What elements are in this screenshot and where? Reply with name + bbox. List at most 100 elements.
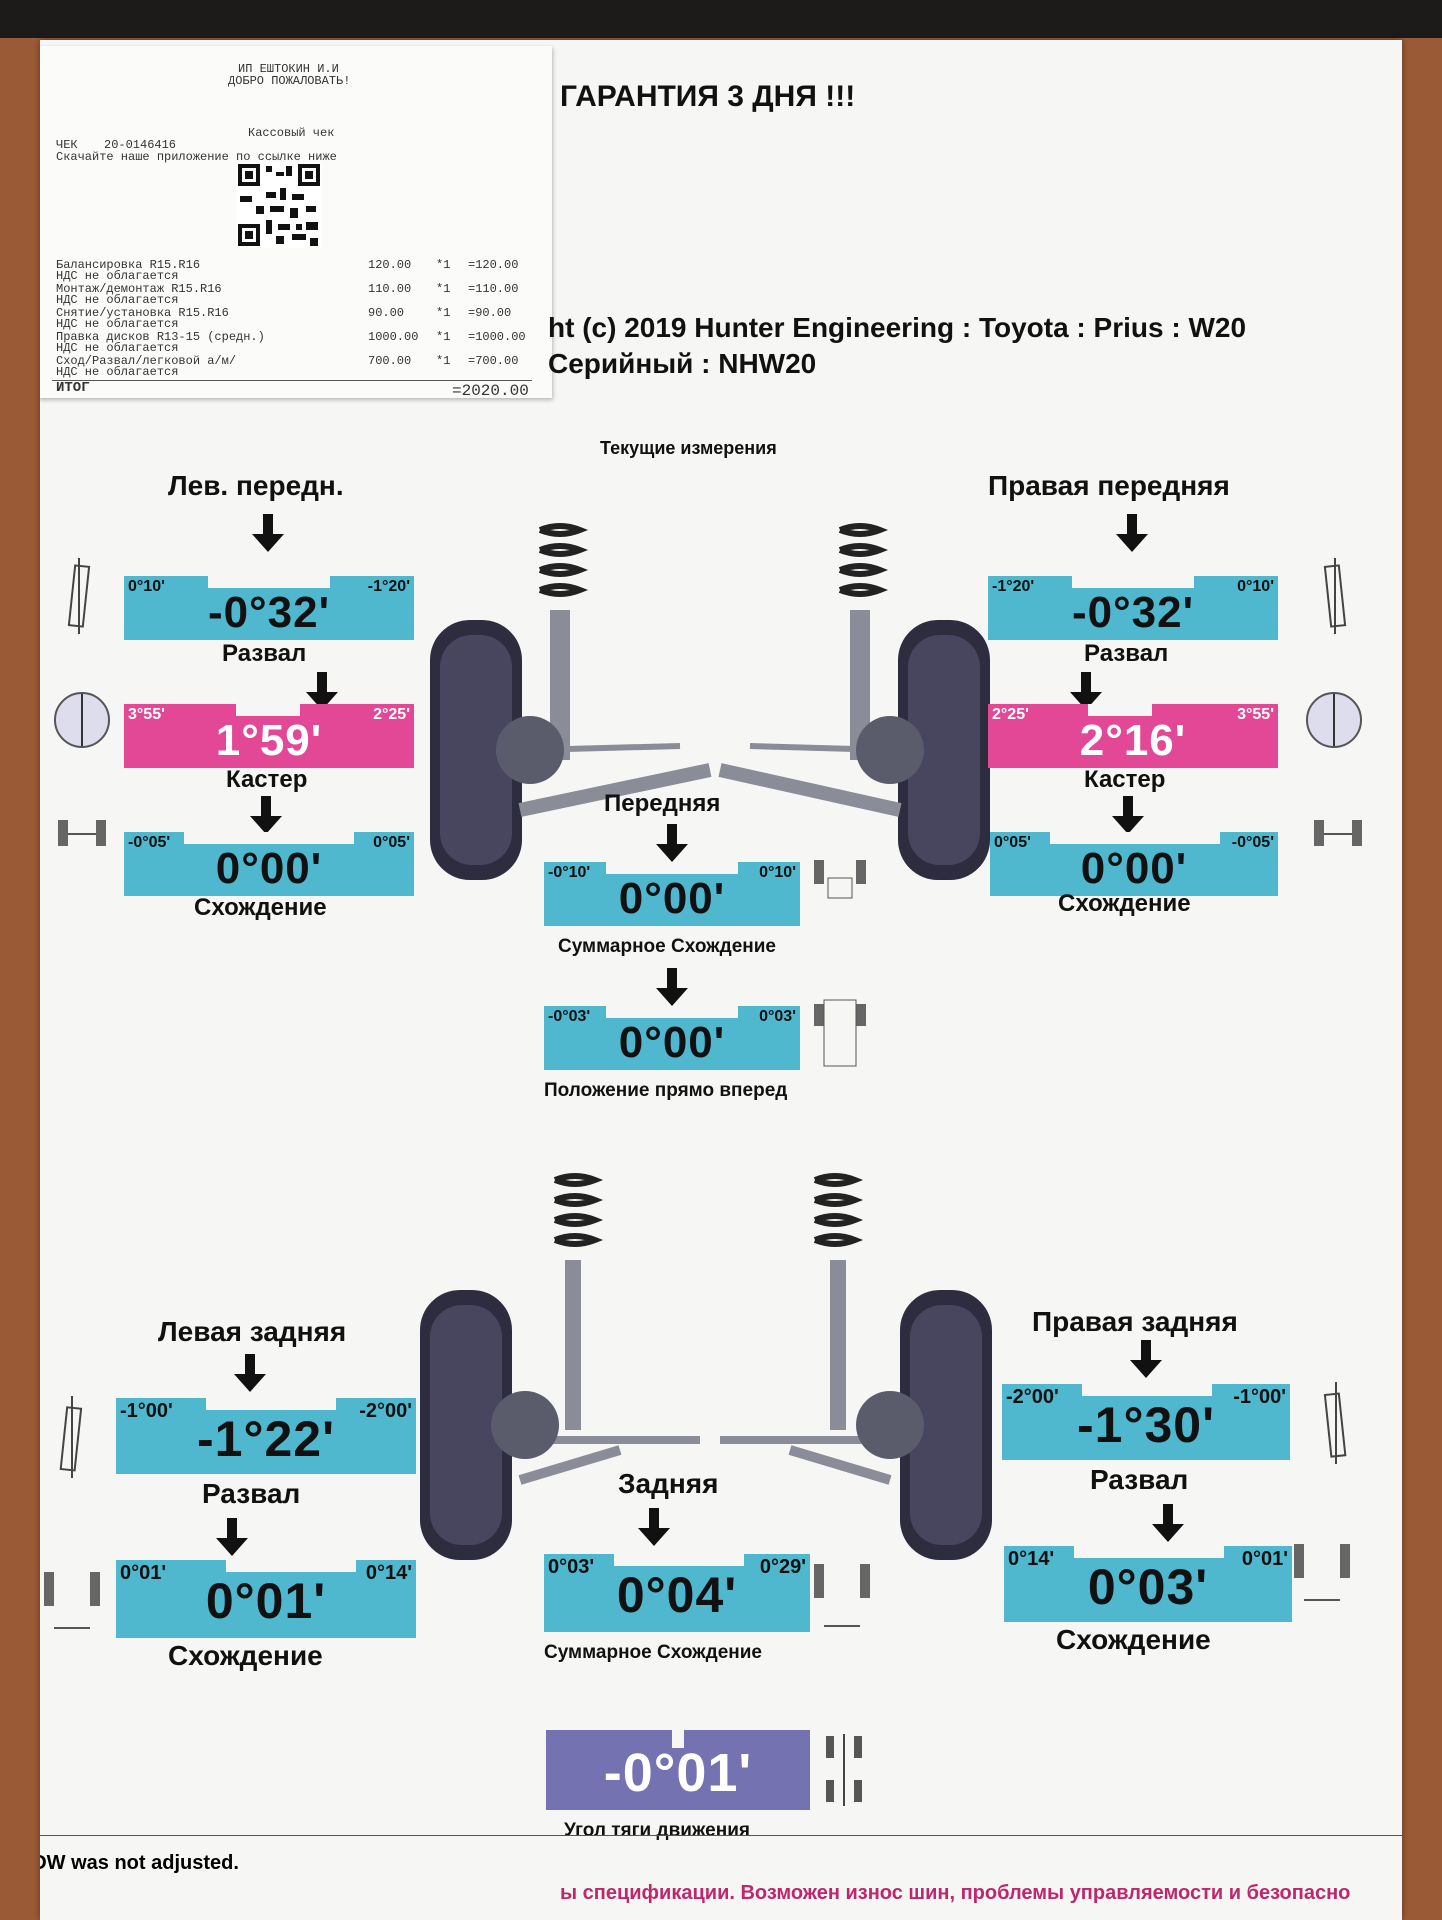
front-left-title: Лев. передн. [168,470,344,501]
front-center-title: Передняя [604,790,721,817]
current-measurements-heading: Текущие измерения [600,438,777,458]
rear-total-toe-label: Суммарное Схождение [544,1642,762,1663]
rear-suspension-illustration [420,1173,992,1560]
front-left-caster-label: Кастер [226,766,308,793]
receipt-item-name: Снятие/установка R15.R16 [56,306,229,320]
rear-right-toe-value: 0°03' [1087,1559,1209,1615]
straight-ahead-max: 0°03' [759,1008,796,1025]
rear-left-toe-min: 0°01' [120,1562,167,1584]
front-left-caster-gauge: 3°55' 2°25' 1°59' [124,704,414,768]
front-suspension-illustration [430,523,990,880]
front-right-toe-gauge: 0°05' -0°05' 0°00' [990,832,1278,896]
alignment-report-sheet: ИП ЕШТОКИН И.И ДОБРО ПОЖАЛОВАТЬ! ЧЕК 20-… [40,40,1402,1920]
receipt-item-name: Правка дисков R13-15 (средн.) [56,330,265,344]
receipt-item-sum: =700.00 [468,354,519,368]
warning-note: ы спецификации. Возможен износ шин, проб… [560,1882,1351,1904]
receipt-item-vat: НДС не облагается [56,317,179,331]
front-right-title: Правая передняя [988,470,1230,501]
rear-right-camber-min: -2°00' [1006,1386,1059,1408]
camber-diagram-icon [67,558,91,634]
cash-receipt: ИП ЕШТОКИН И.И ДОБРО ПОЖАЛОВАТЬ! ЧЕК 20-… [40,46,552,400]
front-left-caster-min: 3°55' [128,706,165,723]
rear-toe-diagram-icon [44,1572,100,1629]
rear-left-camber-gauge: -1°00' -2°00' -1°22' [116,1398,416,1474]
serial-line: Серийный : NHW20 [548,348,817,379]
front-left-toe-label: Схождение [194,894,327,921]
copyright-line: ht (c) 2019 Hunter Engineering : Toyota … [548,312,1247,343]
receipt-item-qty: *1 [436,258,451,272]
receipt-item-price: 110.00 [368,282,412,296]
front-right-caster-min: 2°25' [992,706,1029,723]
receipt-item-name: Сход/Развал/легковой а/м/ [56,354,237,368]
front-right-toe-max: -0°05' [1231,834,1274,851]
front-total-toe-min: -0°10' [548,864,591,881]
receipt-item-name: Монтаж/демонтаж R15.R16 [56,282,222,296]
rear-left-toe-label: Схождение [168,1640,323,1671]
caster-diagram-icon [1306,692,1362,748]
receipt-total-value: =2020.00 [452,382,529,400]
rear-right-camber-gauge: -2°00' -1°00' -1°30' [1002,1384,1290,1460]
front-left-caster-max: 2°25' [373,706,410,723]
receipt-check-label: ЧЕК [56,138,78,152]
receipt-item-vat: НДС не облагается [56,341,179,355]
front-left-toe-value: 0°00' [215,844,323,893]
rear-toe-diagram-icon [1294,1544,1350,1601]
rear-total-toe-value: 0°04' [616,1567,738,1623]
front-left-toe-gauge: -0°05' 0°05' 0°00' [124,832,414,896]
front-total-toe-label: Суммарное Схождение [558,936,776,957]
rear-right-toe-max: 0°01' [1241,1548,1288,1570]
camber-diagram-icon [1323,558,1347,634]
front-total-toe-value: 0°00' [618,874,726,923]
rear-left-camber-min: -1°00' [120,1400,173,1422]
rear-left-camber-max: -2°00' [359,1400,412,1422]
rear-right-camber-max: -1°00' [1233,1386,1286,1408]
receipt-item-vat: НДС не облагается [56,269,179,283]
receipt-total-label: ИТОГ [56,380,90,396]
rear-camber-diagram-icon [1323,1382,1347,1464]
front-right-camber-min: -1°20' [992,578,1035,595]
front-right-toe-min: 0°05' [994,834,1031,851]
front-right-caster-max: 3°55' [1237,706,1274,723]
front-left-camber-max: -1°20' [367,578,410,595]
qr-code-icon [236,162,322,248]
front-right-camber-label: Развал [1084,640,1169,667]
footer-frame [40,1835,1402,1920]
receipt-item-qty: *1 [436,306,451,320]
guarantee-heading: ГАРАНТИЯ 3 ДНЯ !!! [560,80,856,113]
rear-camber-diagram-icon [59,1396,83,1478]
rear-right-camber-value: -1°30' [1077,1397,1215,1453]
straight-ahead-value: 0°00' [618,1018,726,1067]
rear-right-camber-label: Развал [1090,1464,1189,1495]
receipt-check-number: 20-0146416 [104,138,177,152]
straight-ahead-label: Положение прямо вперед [544,1080,788,1101]
front-right-toe-value: 0°00' [1080,844,1188,893]
front-right-camber-max: 0°10' [1237,578,1274,595]
rear-right-toe-label: Схождение [1056,1624,1211,1655]
receipt-item-price: 1000.00 [368,330,419,344]
receipt-store-name: ИП ЕШТОКИН И.И [238,62,339,76]
front-total-toe-max: 0°10' [759,864,796,881]
front-left-camber-min: 0°10' [128,578,165,595]
caster-diagram-icon [54,692,110,748]
rear-right-title: Правая задняя [1032,1306,1238,1337]
receipt-item-sum: =120.00 [468,258,519,272]
receipt-item-sum: =110.00 [468,282,519,296]
front-right-camber-value: -0°32' [1071,588,1195,637]
straight-ahead-diagram-icon [814,999,866,1067]
front-left-caster-value: 1°59' [215,716,323,765]
front-right-caster-value: 2°16' [1079,716,1187,765]
toe-diagram-icon [58,820,106,846]
thrust-angle-gauge: -0°01' [546,1730,810,1810]
receipt-item-sum: =1000.00 [468,330,526,344]
toe-diagram-icon [1314,820,1362,846]
rear-left-toe-value: 0°01' [205,1573,327,1629]
front-right-camber-gauge: -1°20' 0°10' -0°32' [988,576,1278,640]
receipt-item-sum: =90.00 [468,306,512,320]
thrust-angle-diagram-icon [826,1734,862,1806]
rear-right-toe-min: 0°14' [1008,1548,1055,1570]
rear-left-toe-gauge: 0°01' 0°14' 0°01' [116,1560,416,1638]
receipt-item-qty: *1 [436,282,451,296]
receipt-divider [52,380,532,381]
front-left-camber-gauge: 0°10' -1°20' -0°32' [124,576,414,640]
rear-center-title: Задняя [618,1468,719,1499]
